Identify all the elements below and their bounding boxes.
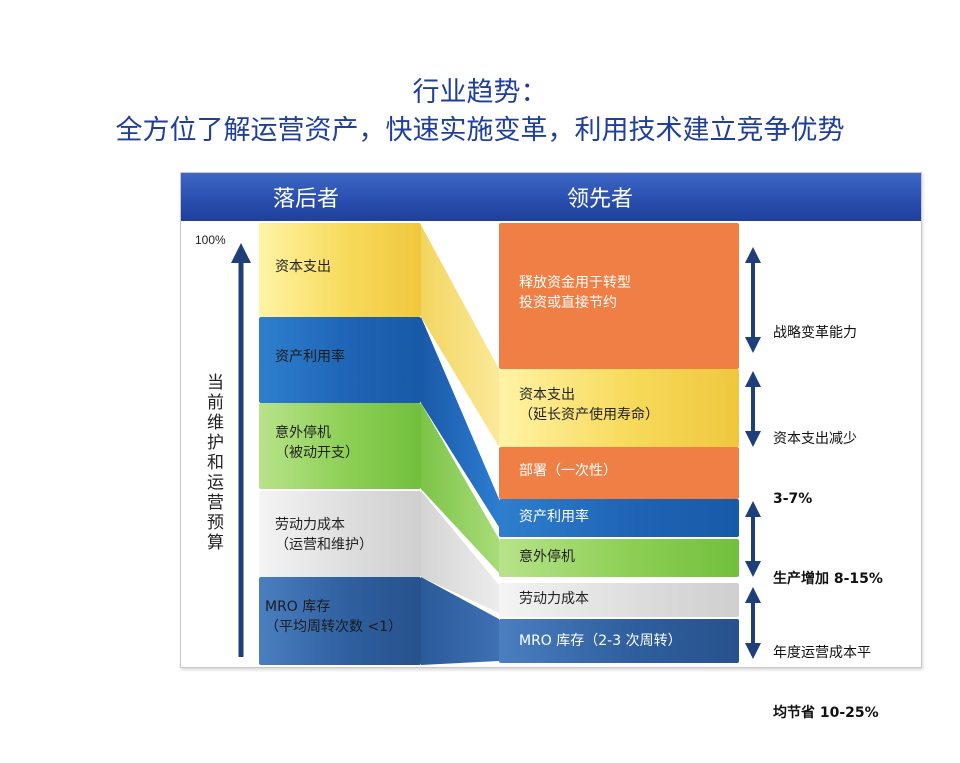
outcome-production-increase: 生产增加 8-15% [773,529,883,629]
axis-top-label: 100% [195,233,226,247]
leader-labor-block: 劳动力成本 [499,583,739,617]
leader-block-text: 劳动力成本 [519,591,589,607]
page-title-line2: 全方位了解运营资产，快速实施变革，利用技术建立竞争优势 [115,115,845,146]
outcome-capex-reduction: 资本支出减少 3-7% [773,389,857,549]
transformation-diagram: 落后者 领先者 100% 当前维护和运营预算 资本支出 [180,172,922,721]
band-utilization [421,317,499,527]
outcome-text: 生产增加 8-15% [773,571,883,587]
budget-axis-label: 当前维护和运营预算 [207,373,224,553]
leader-block-text: （延长资产使用寿命） [519,407,659,423]
header-laggard: 落后者 [273,187,340,212]
laggard-block-text: （被动开支） [275,445,359,461]
page-title-line1: 行业趋势： [412,77,548,108]
leader-block-text: 投资或直接节约 [519,295,617,311]
band-labor [421,491,499,613]
leader-block-text: 资本支出 [519,387,575,403]
leader-freed-funds-block: 释放资金用于转型 投资或直接节约 [499,223,739,369]
leader-capex-block: 资本支出 （延长资产使用寿命） [499,369,739,447]
laggard-mro-block: MRO 库存 （平均周转次数 <1） [259,577,421,665]
laggard-labor-block: 劳动力成本 （运营和维护） [259,491,421,577]
outcome-strategy: 战略变革能力 [773,283,857,383]
leader-block-text: 意外停机 [519,549,575,565]
laggard-block-text: （平均周转次数 <1） [265,619,403,635]
laggard-block-text: MRO 库存 [265,599,331,615]
band-mro [421,577,499,665]
diagram-header: 落后者 领先者 [181,173,921,221]
outcome-text: 3-7% [773,491,813,507]
connector-bands [231,225,761,665]
header-leader: 领先者 [567,187,634,212]
outcome-text: 均节省 10-25% [773,705,879,721]
outcome-text: 年度运营成本平 [773,645,871,661]
laggard-downtime-block: 意外停机 （被动开支） [259,403,421,489]
outcome-text: 战略变革能力 [773,325,857,341]
leader-downtime-block: 意外停机 [499,539,739,577]
laggard-block-text: （运营和维护） [275,537,373,553]
leader-block-text: 资产利用率 [519,509,589,525]
laggard-block-text: 意外停机 [275,425,331,441]
laggard-utilization-block: 资产利用率 [259,317,421,403]
leader-mro-block: MRO 库存（2-3 次周转） [499,619,739,663]
leader-block-text: MRO 库存（2-3 次周转） [519,633,682,649]
laggard-block-text: 劳动力成本 [275,517,345,533]
band-capex [421,225,499,447]
outcome-opex-savings: 年度运营成本平 均节省 10-25% [773,603,879,763]
leader-block-text: 部署（一次性） [519,463,617,479]
laggard-block-text: 资产利用率 [275,349,345,365]
outcome-text: 资本支出减少 [773,431,857,447]
laggard-capex-block: 资本支出 [259,223,421,317]
leader-utilization-block: 资产利用率 [499,499,739,537]
laggard-block-text: 资本支出 [275,259,331,275]
band-downtime [421,403,499,573]
leader-deployment-block: 部署（一次性） [499,447,739,499]
leader-block-text: 释放资金用于转型 [519,275,631,291]
